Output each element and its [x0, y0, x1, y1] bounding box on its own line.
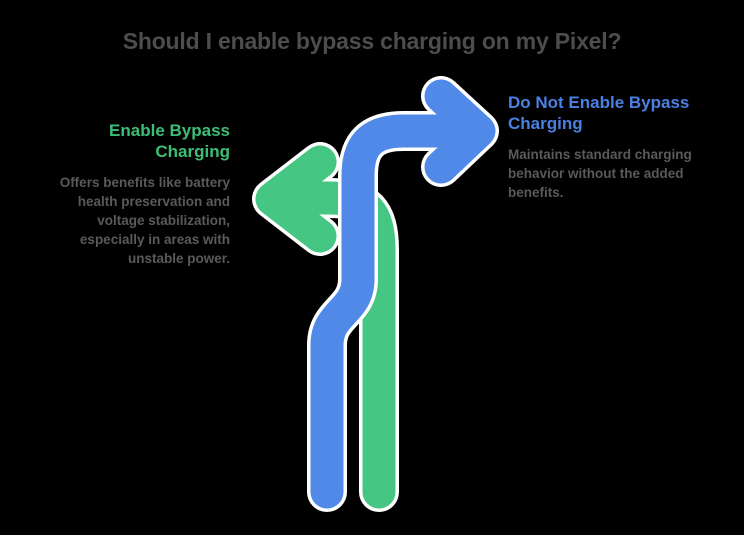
branch-left-text: Enable Bypass Charging Offers benefits l…	[30, 120, 230, 268]
page-title: Should I enable bypass charging on my Pi…	[122, 28, 622, 54]
green-left-arrow	[252, 142, 399, 512]
branch-right-body: Maintains standard charging behavior wit…	[508, 146, 692, 200]
branch-right-text: Do Not Enable Bypass Charging Maintains …	[508, 92, 703, 202]
blue-right-arrow	[307, 76, 499, 512]
branch-right-heading: Do Not Enable Bypass Charging	[508, 93, 690, 134]
branch-left-body: Offers benefits like battery health pres…	[59, 174, 230, 267]
branch-left-heading: Enable Bypass Charging	[109, 121, 230, 162]
